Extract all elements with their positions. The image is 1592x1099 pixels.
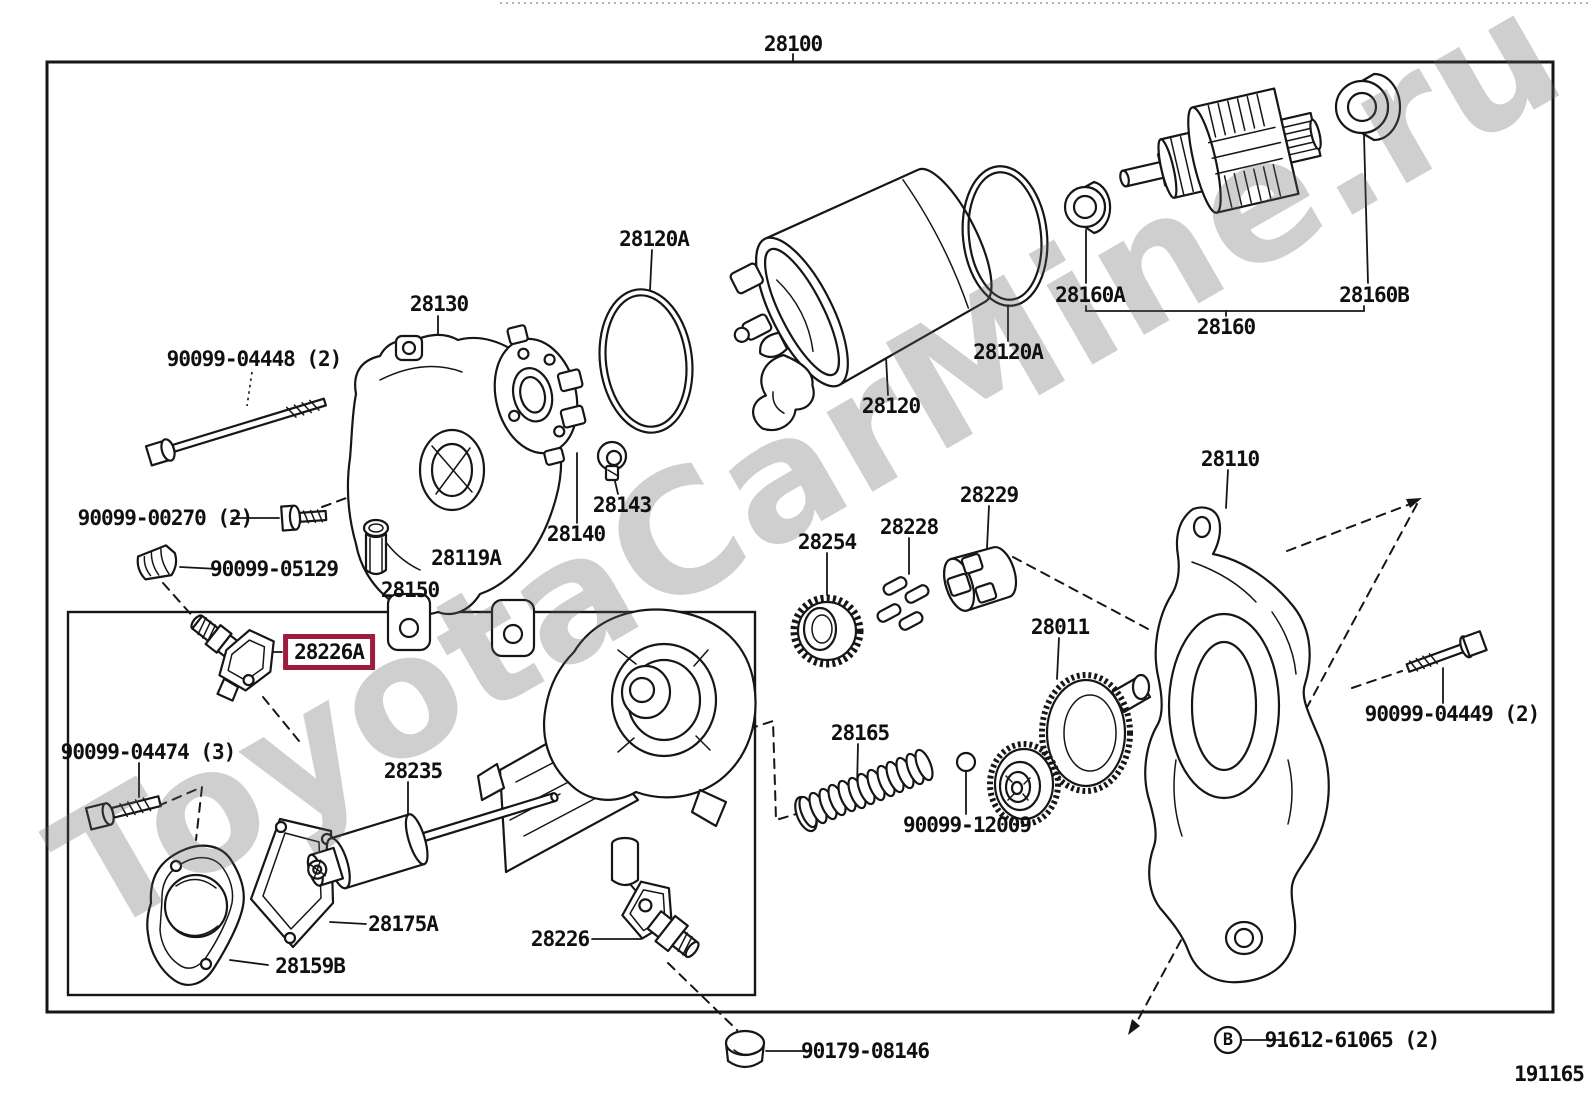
part-label-28100: 28100: [763, 32, 823, 56]
bolt-04449-drawing: [1405, 630, 1488, 673]
part-label-28120A-2: 28120A: [973, 340, 1044, 364]
part-label-90099-00270: 90099-00270 (2): [77, 506, 254, 530]
switch-28226-drawing: [621, 880, 700, 959]
end-cover-28159B-drawing: [146, 844, 245, 986]
assembly-dashed-lines: [157, 478, 1422, 1035]
part-label-28165: 28165: [830, 721, 890, 745]
part-label-28160A: 28160A: [1055, 283, 1126, 307]
part-label-90099-12009: 90099-12009: [902, 813, 1032, 837]
part-label-sheet-code: 191165: [1514, 1062, 1585, 1086]
part-label-28160: 28160: [1196, 315, 1256, 339]
bearing-28160B-drawing: [1334, 72, 1402, 142]
part-label-90099-04448: 90099-04448 (2): [166, 347, 343, 371]
part-label-28175A: 28175A: [368, 912, 439, 936]
part-label-28159B: 28159B: [275, 954, 346, 978]
part-label-B-marker: B: [1222, 1030, 1234, 1050]
o-ring-rear-drawing: [961, 165, 1049, 307]
direction-arrowhead-top: [1406, 498, 1422, 508]
drive-bracket-28110-drawing: [1144, 506, 1330, 984]
steel-ball-drawing: [955, 751, 977, 773]
spring-28165-drawing: [794, 748, 934, 833]
idler-gear-28254-drawing: [790, 594, 864, 668]
retainer-28229-drawing: [943, 546, 1018, 612]
part-label-28254: 28254: [797, 530, 857, 554]
part-label-28110: 28110: [1200, 447, 1260, 471]
part-label-28119A: 28119A: [431, 546, 502, 570]
plunger-28235-drawing: [306, 792, 559, 890]
o-ring-front-drawing: [598, 288, 694, 434]
part-label-28226A: 28226A: [283, 634, 375, 670]
nut-08146-drawing: [724, 1029, 766, 1069]
part-label-28120: 28120: [861, 394, 921, 418]
part-label-28235: 28235: [383, 759, 443, 783]
part-label-28226: 28226: [530, 927, 590, 951]
clip-28143-drawing: [596, 440, 628, 482]
part-label-28140: 28140: [546, 522, 606, 546]
screw-00270-drawing: [280, 504, 328, 532]
drive-housing-drawing: [476, 608, 757, 887]
part-label-28120A-1: 28120A: [619, 227, 690, 251]
part-label-28150: 28150: [380, 578, 440, 602]
part-label-28011: 28011: [1030, 615, 1090, 639]
bolt-04474-drawing: [84, 795, 162, 831]
clamp-05129-drawing: [136, 544, 178, 581]
rollers-28228-drawing: [876, 576, 930, 631]
part-label-28143: 28143: [592, 493, 652, 517]
b-callout-circle: [1213, 1025, 1243, 1055]
part-label-90179-08146: 90179-08146: [800, 1039, 930, 1063]
starter-clutch-28011-drawing: [987, 672, 1152, 827]
direction-arrowhead-bottom: [1128, 1019, 1140, 1035]
part-label-28160B: 28160B: [1339, 283, 1410, 307]
plug-28226A-drawing: [190, 614, 275, 702]
part-label-28229: 28229: [959, 483, 1019, 507]
bearing-28160A-drawing: [1063, 180, 1112, 235]
solenoid-28120-drawing: [729, 167, 993, 431]
assembly-border-28100: [45, 53, 1555, 1014]
through-bolt-drawing: [144, 397, 327, 467]
part-label-91612-61065: 91612-61065 (2): [1264, 1028, 1441, 1052]
bushing-28119A-drawing: [362, 518, 390, 576]
brush-holder-28140-drawing: [493, 324, 587, 466]
part-label-90099-04449: 90099-04449 (2): [1364, 702, 1541, 726]
armature-28160-drawing: [1119, 87, 1322, 214]
part-label-28228: 28228: [879, 515, 939, 539]
part-label-90099-04474: 90099-04474 (3): [60, 740, 237, 764]
part-label-28130: 28130: [409, 292, 469, 316]
part-label-90099-05129: 90099-05129: [209, 557, 339, 581]
